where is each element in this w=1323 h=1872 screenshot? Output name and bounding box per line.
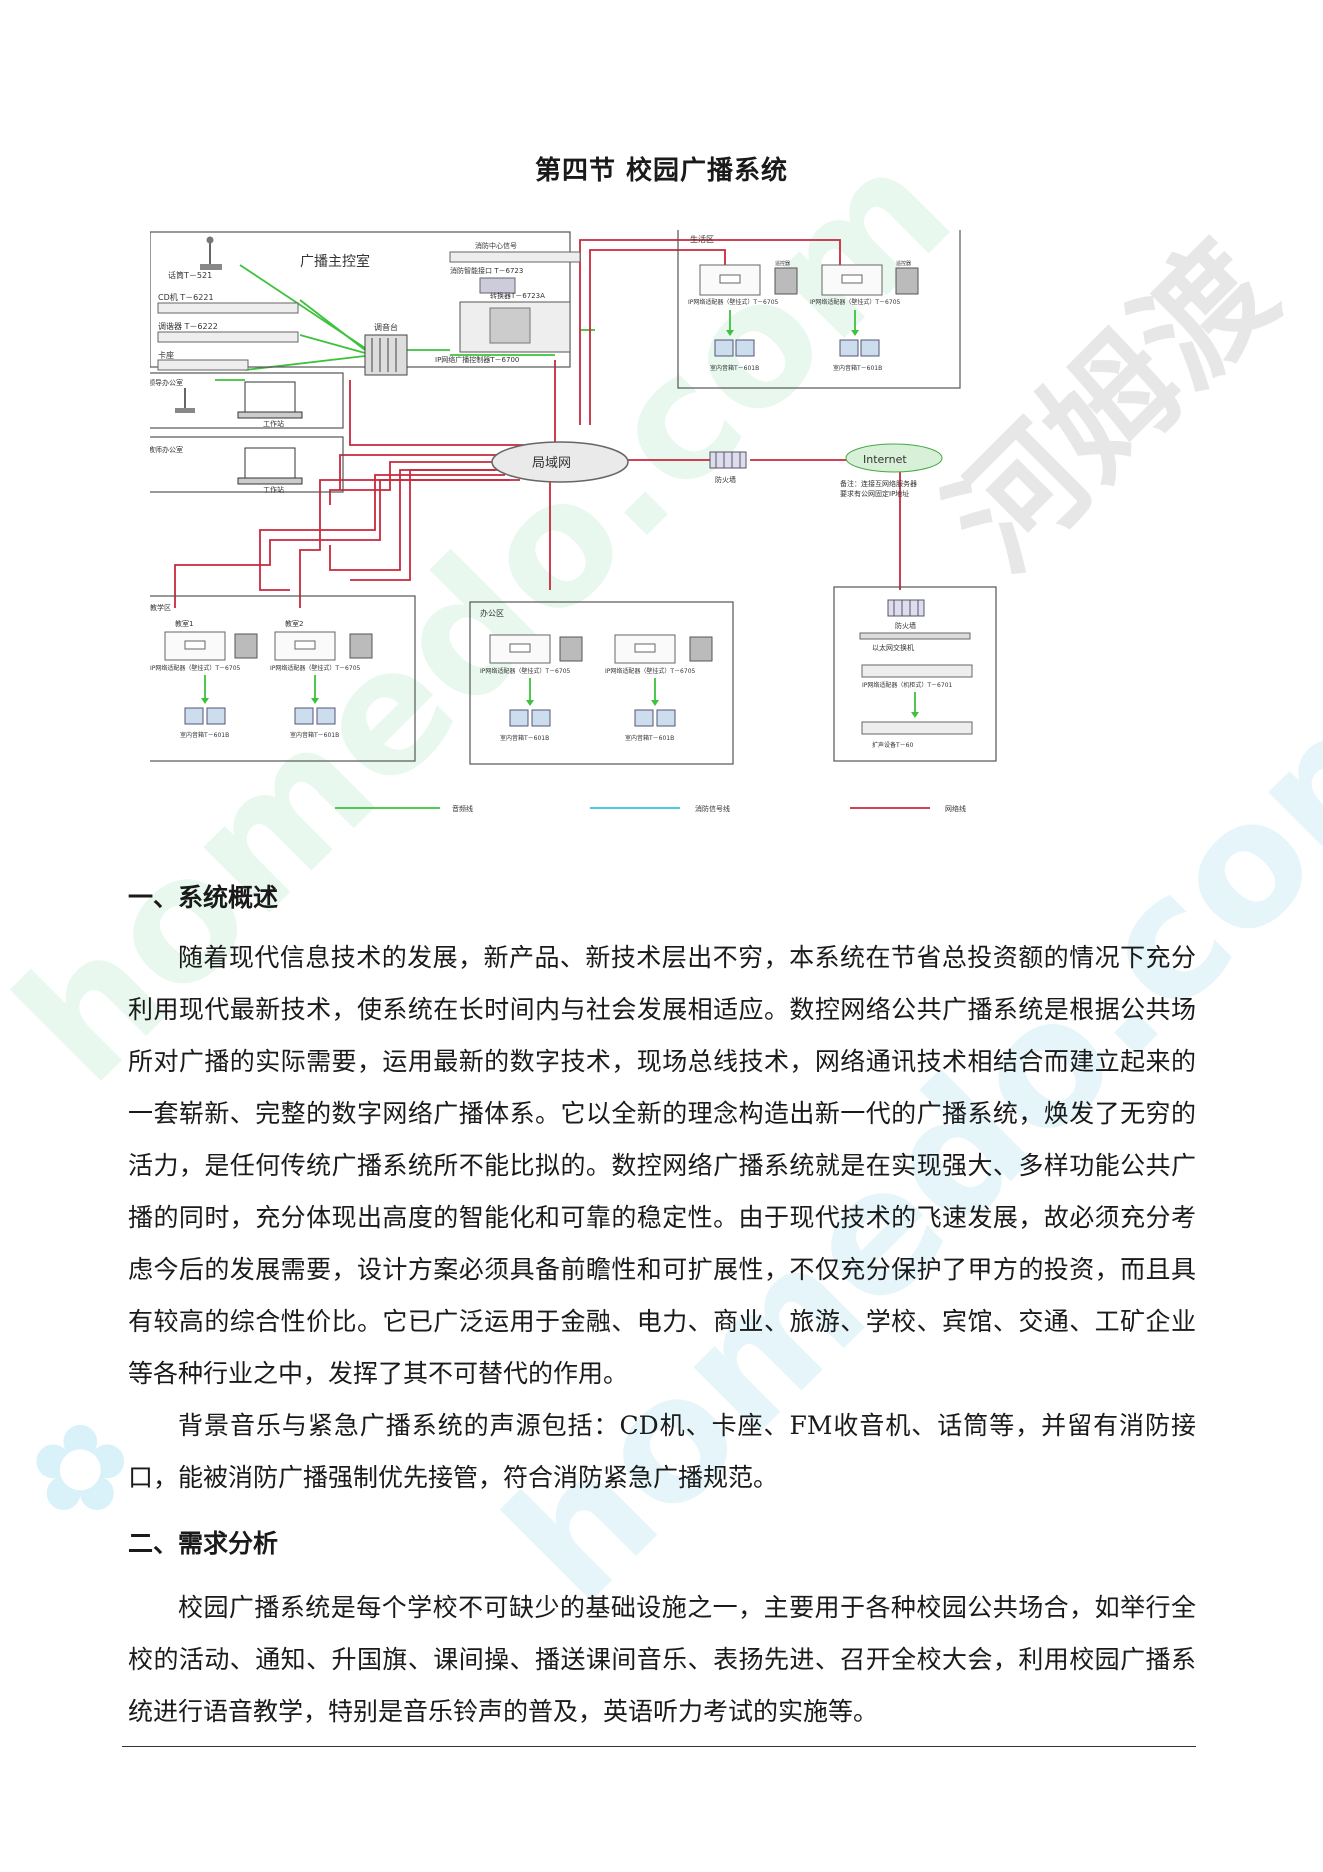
remote-icon — [774, 267, 798, 295]
speaker-icon — [294, 707, 336, 725]
svg-text:室内音箱T－601B: 室内音箱T－601B — [833, 364, 882, 372]
speaker-icon — [714, 339, 755, 357]
amplifier-icon — [861, 721, 973, 735]
svg-text:IP网络适配器（壁挂式）T－6705: IP网络适配器（壁挂式）T－6705 — [480, 667, 571, 675]
svg-text:工作站: 工作站 — [263, 485, 284, 494]
remote-icon — [895, 267, 919, 295]
svg-text:备注：连接互网络服务器: 备注：连接互网络服务器 — [840, 479, 917, 488]
paragraph-requirements-1: 校园广播系统是每个学校不可缺少的基础设施之一，主要用于各种校园公共场合，如举行全… — [128, 1593, 1196, 1726]
svg-text:遥控器: 遥控器 — [896, 260, 911, 267]
paragraph-overview-1: 随着现代信息技术的发展，新产品、新技术层出不穷，本系统在节省总投资额的情况下充分… — [128, 943, 1196, 1388]
svg-text:网络线: 网络线 — [945, 804, 966, 813]
svg-text:消防信号线: 消防信号线 — [695, 804, 730, 813]
svg-text:扩声设备T－60: 扩声设备T－60 — [872, 741, 913, 749]
svg-text:办公区: 办公区 — [480, 608, 504, 618]
svg-text:IP网络适配器（壁挂式）T－6705: IP网络适配器（壁挂式）T－6705 — [810, 298, 901, 306]
svg-text:消防中心信号: 消防中心信号 — [475, 241, 517, 250]
ip-adapter-icon — [821, 264, 883, 296]
remote-icon — [559, 636, 583, 662]
remote-icon — [689, 636, 713, 662]
svg-text:IP网络适配器（壁挂式）T－6705: IP网络适配器（壁挂式）T－6705 — [150, 664, 241, 672]
internet-label: Internet — [863, 453, 907, 466]
control-room-box — [150, 231, 571, 368]
firewall-icon — [709, 451, 747, 469]
svg-text:IP网络广播控制器T－6700: IP网络广播控制器T－6700 — [435, 355, 519, 364]
speaker-icon — [184, 707, 226, 725]
teacher-office-box — [150, 436, 344, 493]
tape-deck-icon — [157, 359, 249, 371]
remote-area-box — [833, 586, 997, 762]
svg-text:调音台: 调音台 — [374, 322, 398, 332]
svg-text:消防智能接口 T－6723: 消防智能接口 T－6723 — [450, 266, 523, 275]
svg-text:防火墙: 防火墙 — [715, 475, 736, 484]
speaker-icon — [509, 709, 551, 727]
svg-text:生活区: 生活区 — [690, 234, 714, 244]
svg-text:IP网络适配器（壁挂式）T－6705: IP网络适配器（壁挂式）T－6705 — [270, 664, 361, 672]
office-area-box — [469, 601, 734, 765]
svg-text:要求有公网固定IP地址: 要求有公网固定IP地址 — [840, 489, 909, 498]
speaker-icon — [839, 339, 880, 357]
section-heading-requirements: 二、需求分析 — [128, 1529, 279, 1558]
svg-text:卡座: 卡座 — [158, 350, 174, 360]
converter-icon — [479, 277, 516, 294]
lan-cloud — [491, 441, 629, 483]
svg-text:遥控器: 遥控器 — [775, 260, 790, 267]
fire-interface-icon — [449, 251, 581, 263]
teaching-area-box — [150, 595, 416, 762]
svg-text:音频线: 音频线 — [452, 804, 473, 813]
svg-text:教学区: 教学区 — [150, 603, 171, 612]
paragraph-overview-2: 背景音乐与紧急广播系统的声源包括：CD机、卡座、FM收音机、话筒等，并留有消防接… — [128, 1411, 1196, 1492]
svg-text:IP网络适配器（壁挂式）T－6705: IP网络适配器（壁挂式）T－6705 — [688, 298, 779, 306]
svg-text:转换器T－6723A: 转换器T－6723A — [490, 291, 545, 300]
page-title: 第四节 校园广播系统 — [534, 156, 789, 186]
tuner-icon — [157, 331, 299, 343]
svg-text:室内音箱T－601B: 室内音箱T－601B — [625, 734, 674, 742]
svg-text:以太网交换机: 以太网交换机 — [872, 643, 914, 652]
footer-divider — [122, 1746, 1196, 1747]
svg-text:话筒T－521: 话筒T－521 — [168, 270, 212, 280]
internet-cloud — [845, 443, 943, 473]
cd-player-icon — [157, 302, 299, 314]
remote-icon — [234, 633, 258, 659]
control-room-title: 广播主控室 — [300, 253, 370, 270]
svg-text:教师办公室: 教师办公室 — [150, 445, 183, 454]
living-area-box — [677, 230, 961, 389]
ip-adapter-icon — [489, 634, 551, 664]
svg-text:教室1: 教室1 — [175, 619, 193, 628]
ip-adapter-icon — [274, 631, 336, 661]
system-diagram: 广播主控室 话筒T－521 CD机 T－6221 调谐器 T－6222 卡座 调… — [150, 230, 997, 813]
rack-adapter-icon — [861, 664, 973, 678]
svg-text:室内音箱T－601B: 室内音箱T－601B — [290, 731, 339, 739]
svg-text:室内音箱T－601B: 室内音箱T－601B — [710, 364, 759, 372]
diagram-legend: 音频线 消防信号线 网络线 — [335, 804, 966, 813]
watermark-flower-icon: ✿ — [30, 1400, 131, 1539]
laptop-icon — [237, 381, 303, 419]
svg-text:教室2: 教室2 — [285, 619, 303, 628]
microphone-icon — [175, 388, 195, 413]
svg-text:调谐器 T－6222: 调谐器 T－6222 — [158, 321, 218, 331]
leader-office-box — [150, 372, 344, 429]
svg-text:防火墙: 防火墙 — [895, 621, 916, 630]
lan-label: 局域网 — [532, 456, 571, 471]
microphone-icon — [200, 236, 222, 270]
mixer-icon — [364, 334, 408, 376]
section-heading-overview: 一、系统概述 — [128, 883, 279, 912]
firewall-icon — [887, 599, 925, 617]
svg-text:室内音箱T－601B: 室内音箱T－601B — [500, 734, 549, 742]
speaker-icon — [634, 709, 676, 727]
ip-adapter-icon — [699, 264, 761, 296]
svg-text:领导办公室: 领导办公室 — [150, 378, 183, 387]
ip-adapter-icon — [164, 631, 226, 661]
remote-icon — [349, 633, 373, 659]
laptop-icon — [237, 447, 303, 485]
svg-text:CD机 T－6221: CD机 T－6221 — [158, 292, 214, 302]
svg-text:室内音箱T－601B: 室内音箱T－601B — [180, 731, 229, 739]
svg-text:工作站: 工作站 — [263, 419, 284, 428]
svg-text:IP网络适配器（壁挂式）T－6705: IP网络适配器（壁挂式）T－6705 — [605, 667, 696, 675]
ip-adapter-icon — [614, 634, 676, 664]
switch-icon — [859, 632, 971, 640]
svg-text:IP网络适配器（机柜式）T－6701: IP网络适配器（机柜式）T－6701 — [862, 681, 953, 689]
